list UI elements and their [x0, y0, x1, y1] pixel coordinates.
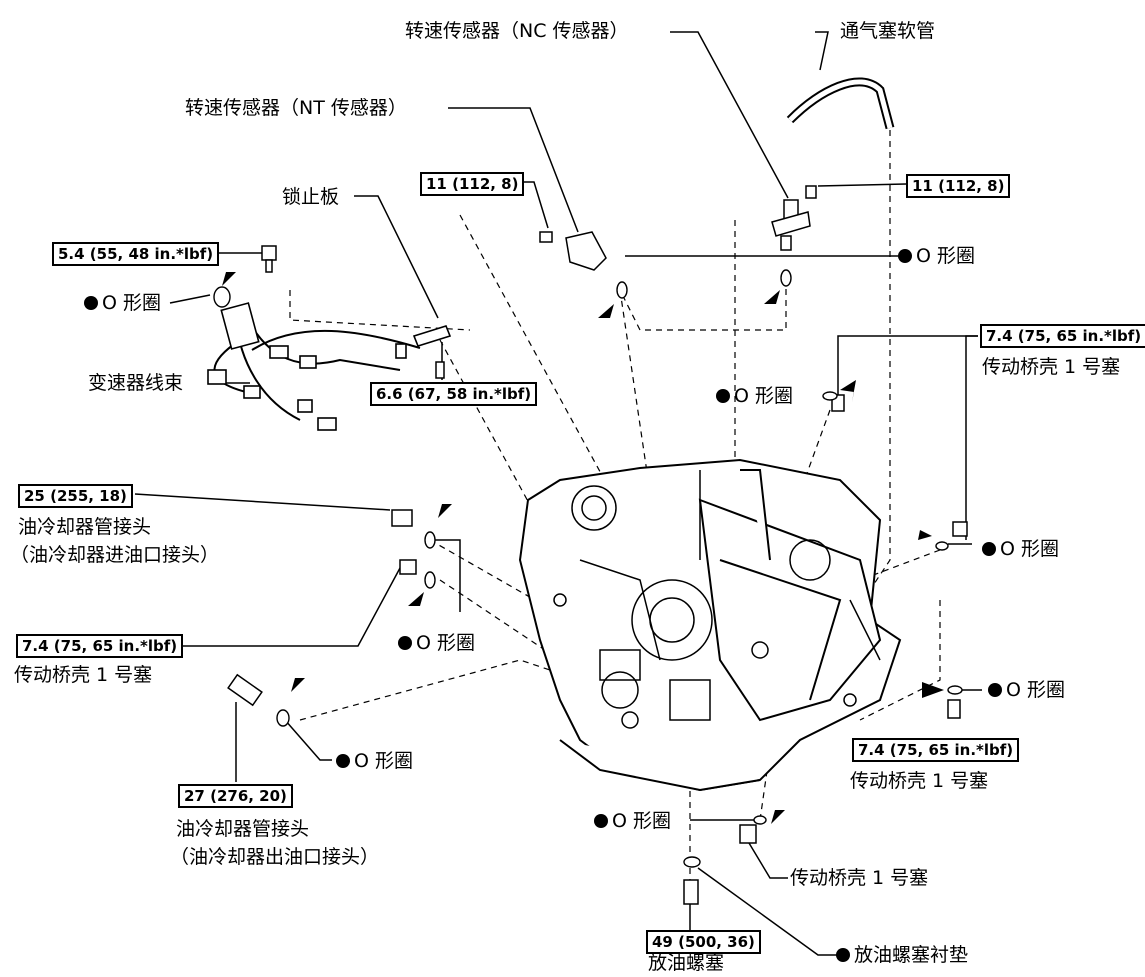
- torque-plug-lower-right: 7.4 (75, 65 in.*lbf): [852, 738, 1020, 762]
- oil-cooler-inlet-label: 油冷却器管接头: [18, 516, 152, 538]
- replace-dot-icon: [898, 249, 912, 263]
- torque-lock-plate-bolt: 6.6 (67, 58 in.*lbf): [370, 382, 538, 406]
- replace-dot-icon: [594, 814, 608, 828]
- o-ring-label: O 形圈: [398, 632, 475, 654]
- replace-dot-icon: [716, 389, 730, 403]
- vent-hose-label: 通气塞软管: [840, 20, 936, 42]
- torque-drain-plug: 49 (500, 36): [646, 930, 761, 954]
- o-ring-label: O 形圈: [898, 245, 975, 267]
- replace-dot-icon: [982, 542, 996, 556]
- replace-dot-icon: [398, 636, 412, 650]
- o-ring-label: O 形圈: [594, 810, 671, 832]
- torque-nt-sensor-bolt: 11 (112, 8): [420, 172, 525, 196]
- case-plug-label: 传动桥壳 1 号塞: [790, 867, 929, 889]
- replace-dot-icon: [336, 754, 350, 768]
- wire-harness-label: 变速器线束: [88, 372, 184, 394]
- replace-dot-icon: [988, 683, 1002, 697]
- o-ring-label: O 形圈: [336, 750, 413, 772]
- torque-outlet-joint: 27 (276, 20): [178, 784, 293, 808]
- replace-dot-icon: [84, 296, 98, 310]
- replace-dot-icon: [836, 948, 850, 962]
- o-ring-label: O 形圈: [988, 679, 1065, 701]
- oil-cooler-inlet-note: （油冷却器进油口接头）: [10, 544, 220, 566]
- o-ring-label: O 形圈: [716, 385, 793, 407]
- case-plug-label: 传动桥壳 1 号塞: [14, 664, 153, 686]
- torque-plug-upper-right: 7.4 (75, 65 in.*lbf): [980, 324, 1145, 348]
- o-ring-label: O 形圈: [982, 538, 1059, 560]
- case-plug-label: 传动桥壳 1 号塞: [850, 770, 989, 792]
- case-plug-label: 传动桥壳 1 号塞: [982, 356, 1121, 378]
- drain-plug-gasket-label: 放油螺塞衬垫: [836, 944, 968, 966]
- oil-cooler-outlet-label: 油冷却器管接头: [176, 818, 310, 840]
- o-ring-label: O 形圈: [84, 292, 161, 314]
- lock-plate-label: 锁止板: [282, 186, 340, 208]
- nt-sensor-label: 转速传感器（NT 传感器）: [185, 97, 407, 119]
- drain-plug-label: 放油螺塞: [648, 952, 725, 974]
- torque-inlet-joint: 25 (255, 18): [18, 484, 133, 508]
- nc-sensor-label: 转速传感器（NC 传感器）: [405, 20, 629, 42]
- torque-harness-bolt: 5.4 (55, 48 in.*lbf): [52, 242, 220, 266]
- torque-plug-left: 7.4 (75, 65 in.*lbf): [16, 634, 184, 658]
- torque-nc-sensor-bolt: 11 (112, 8): [906, 174, 1011, 198]
- oil-cooler-outlet-note: （油冷却器出油口接头）: [170, 846, 380, 868]
